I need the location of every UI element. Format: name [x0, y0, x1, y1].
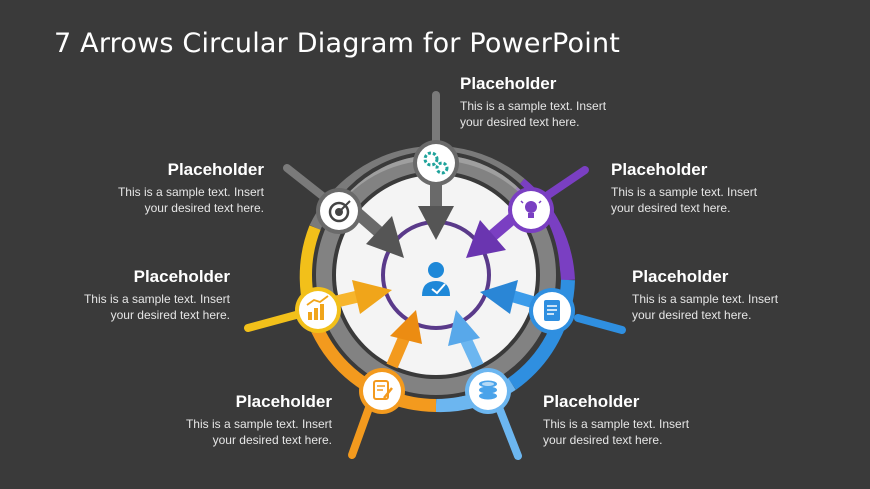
label-text: This is a sample text. Insert your desir… [185, 417, 332, 447]
label-text: This is a sample text. Insert your desir… [611, 185, 758, 215]
target-icon [316, 188, 362, 234]
label-text: This is a sample text. Insert your desir… [632, 292, 779, 322]
label-heading: Placeholder [632, 267, 729, 286]
label-top-right: Placeholder This is a sample text. Inser… [611, 160, 821, 216]
label-heading: Placeholder [133, 267, 230, 286]
gears-icon [413, 140, 459, 186]
arrow-shafts [244, 91, 626, 460]
label-right: Placeholder This is a sample text. Inser… [632, 267, 842, 323]
label-heading: Placeholder [167, 160, 264, 179]
shaft-top-left [283, 164, 329, 202]
shaft-bottom-left [348, 401, 374, 459]
label-bottom-left: Placeholder This is a sample text. Inser… [122, 392, 332, 448]
label-left: Placeholder This is a sample text. Inser… [20, 267, 230, 323]
arrow-top [418, 180, 454, 240]
shaft-left [244, 311, 300, 332]
label-top: Placeholder This is a sample text. Inser… [460, 74, 670, 130]
edit-document-icon [359, 368, 405, 414]
shaft-bottom-right [496, 406, 522, 460]
shaft-right [574, 314, 626, 334]
bar-chart-icon [295, 287, 341, 333]
label-heading: Placeholder [235, 392, 332, 411]
label-top-left: Placeholder This is a sample text. Inser… [54, 160, 264, 216]
label-text: This is a sample text. Insert your desir… [83, 292, 230, 322]
label-heading: Placeholder [543, 392, 640, 411]
label-text: This is a sample text. Insert your desir… [543, 417, 690, 447]
arrow-bottom-right [448, 310, 484, 369]
label-heading: Placeholder [611, 160, 708, 179]
shaft-top-right [544, 166, 589, 199]
document-icon [529, 288, 575, 334]
label-bottom-right: Placeholder This is a sample text. Inser… [543, 392, 753, 448]
coins-icon [465, 368, 511, 414]
label-text: This is a sample text. Insert your desir… [460, 99, 607, 129]
slide-title: 7 Arrows Circular Diagram for PowerPoint [54, 28, 621, 59]
label-text: This is a sample text. Insert your desir… [117, 185, 264, 215]
arrow-bottom-left [386, 310, 422, 369]
label-heading: Placeholder [460, 74, 557, 93]
lightbulb-icon [508, 187, 554, 233]
person-icon [422, 262, 450, 296]
